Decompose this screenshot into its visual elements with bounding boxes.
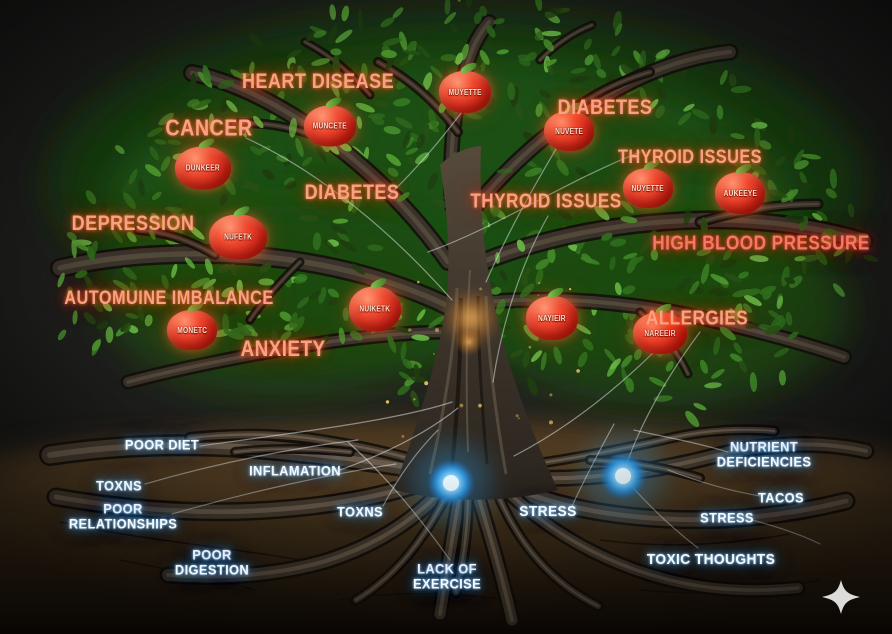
apple-fruit: MUYETTE [439,61,491,113]
disease-label-cancer: CANCER [165,114,253,141]
apple-fruit: MUNCETE [304,96,356,147]
apple-fruit: MONETC [167,300,217,350]
apple-fruit: NUYETTE [623,158,673,208]
root-label-poor-digestion: POOR DIGESTION [174,546,250,578]
disease-label-high-blood-pressure: HIGH BLOOD PRESSURE [652,232,870,255]
root-label-poor-diet: POOR DIET [124,436,200,453]
disease-label-diabetes: DIABETES [557,96,653,119]
disease-label-anxiety: ANXIETY [240,336,326,361]
apple-text: NUYETTE [631,183,665,193]
disease-label-automuine-imbalance: AUTOMUINE IMBALANCE [64,288,274,309]
apple-text: MONETC [177,325,207,335]
apple-fruit: NUIKETK [349,277,401,332]
apple-fruit: NAREEIR [633,302,687,354]
apple-text: NUIKETK [359,304,391,314]
apple-text: MUNCETE [312,121,348,131]
root-label-lack-of-exercise: LACK OF EXERCISE [412,560,482,592]
apple-text: NAYIEIR [538,313,566,323]
sparkle-icon [822,580,860,614]
disease-label-diabetes: DIABETES [304,181,400,204]
disease-label-thyroid-issues: THYROID ISSUES [470,190,622,213]
root-label-toxns: TOXNS [337,503,383,520]
apple-fruit: NUVETE [544,101,594,151]
disease-label-heart-disease: HEART DISEASE [241,70,395,93]
root-label-stress: STRESS [700,509,754,526]
root-label-tacos: TACOS [758,489,804,506]
apple-fruit: NAYIEIR [526,286,578,340]
disease-label-depression: DEPRESSION [71,212,195,235]
root-label-stress: STRESS [519,502,577,520]
apple-fruit: AUKEEYE [715,162,765,214]
apple-text: DUNKEER [185,163,221,173]
apple-text: NAREEIR [644,328,676,338]
apple-text: AUKEEYE [723,188,757,198]
apple-fruit: DUNKEER [175,137,231,190]
root-label-nutrient-deficiencies: NUTRIENT DEFICIENCIES [716,438,812,470]
disease-label-thyroid-issues: THYROID ISSUES [617,147,763,168]
apple-fruit: NUFETK [209,205,267,260]
root-label-poor-relationships: POOR RELATIONSHIPS [68,500,178,532]
apple-text: MUYETTE [448,87,482,97]
root-label-toxns: TOXNS [96,477,142,494]
root-label-toxic-thoughts: TOXIC THOUGHTS [646,550,776,568]
apple-text: NUVETE [554,126,584,136]
apple-text: NUFETK [223,232,253,242]
disease-label-allergies: ALLERGIES [645,307,749,330]
root-label-inflamation: INFLAMATION [249,462,341,479]
